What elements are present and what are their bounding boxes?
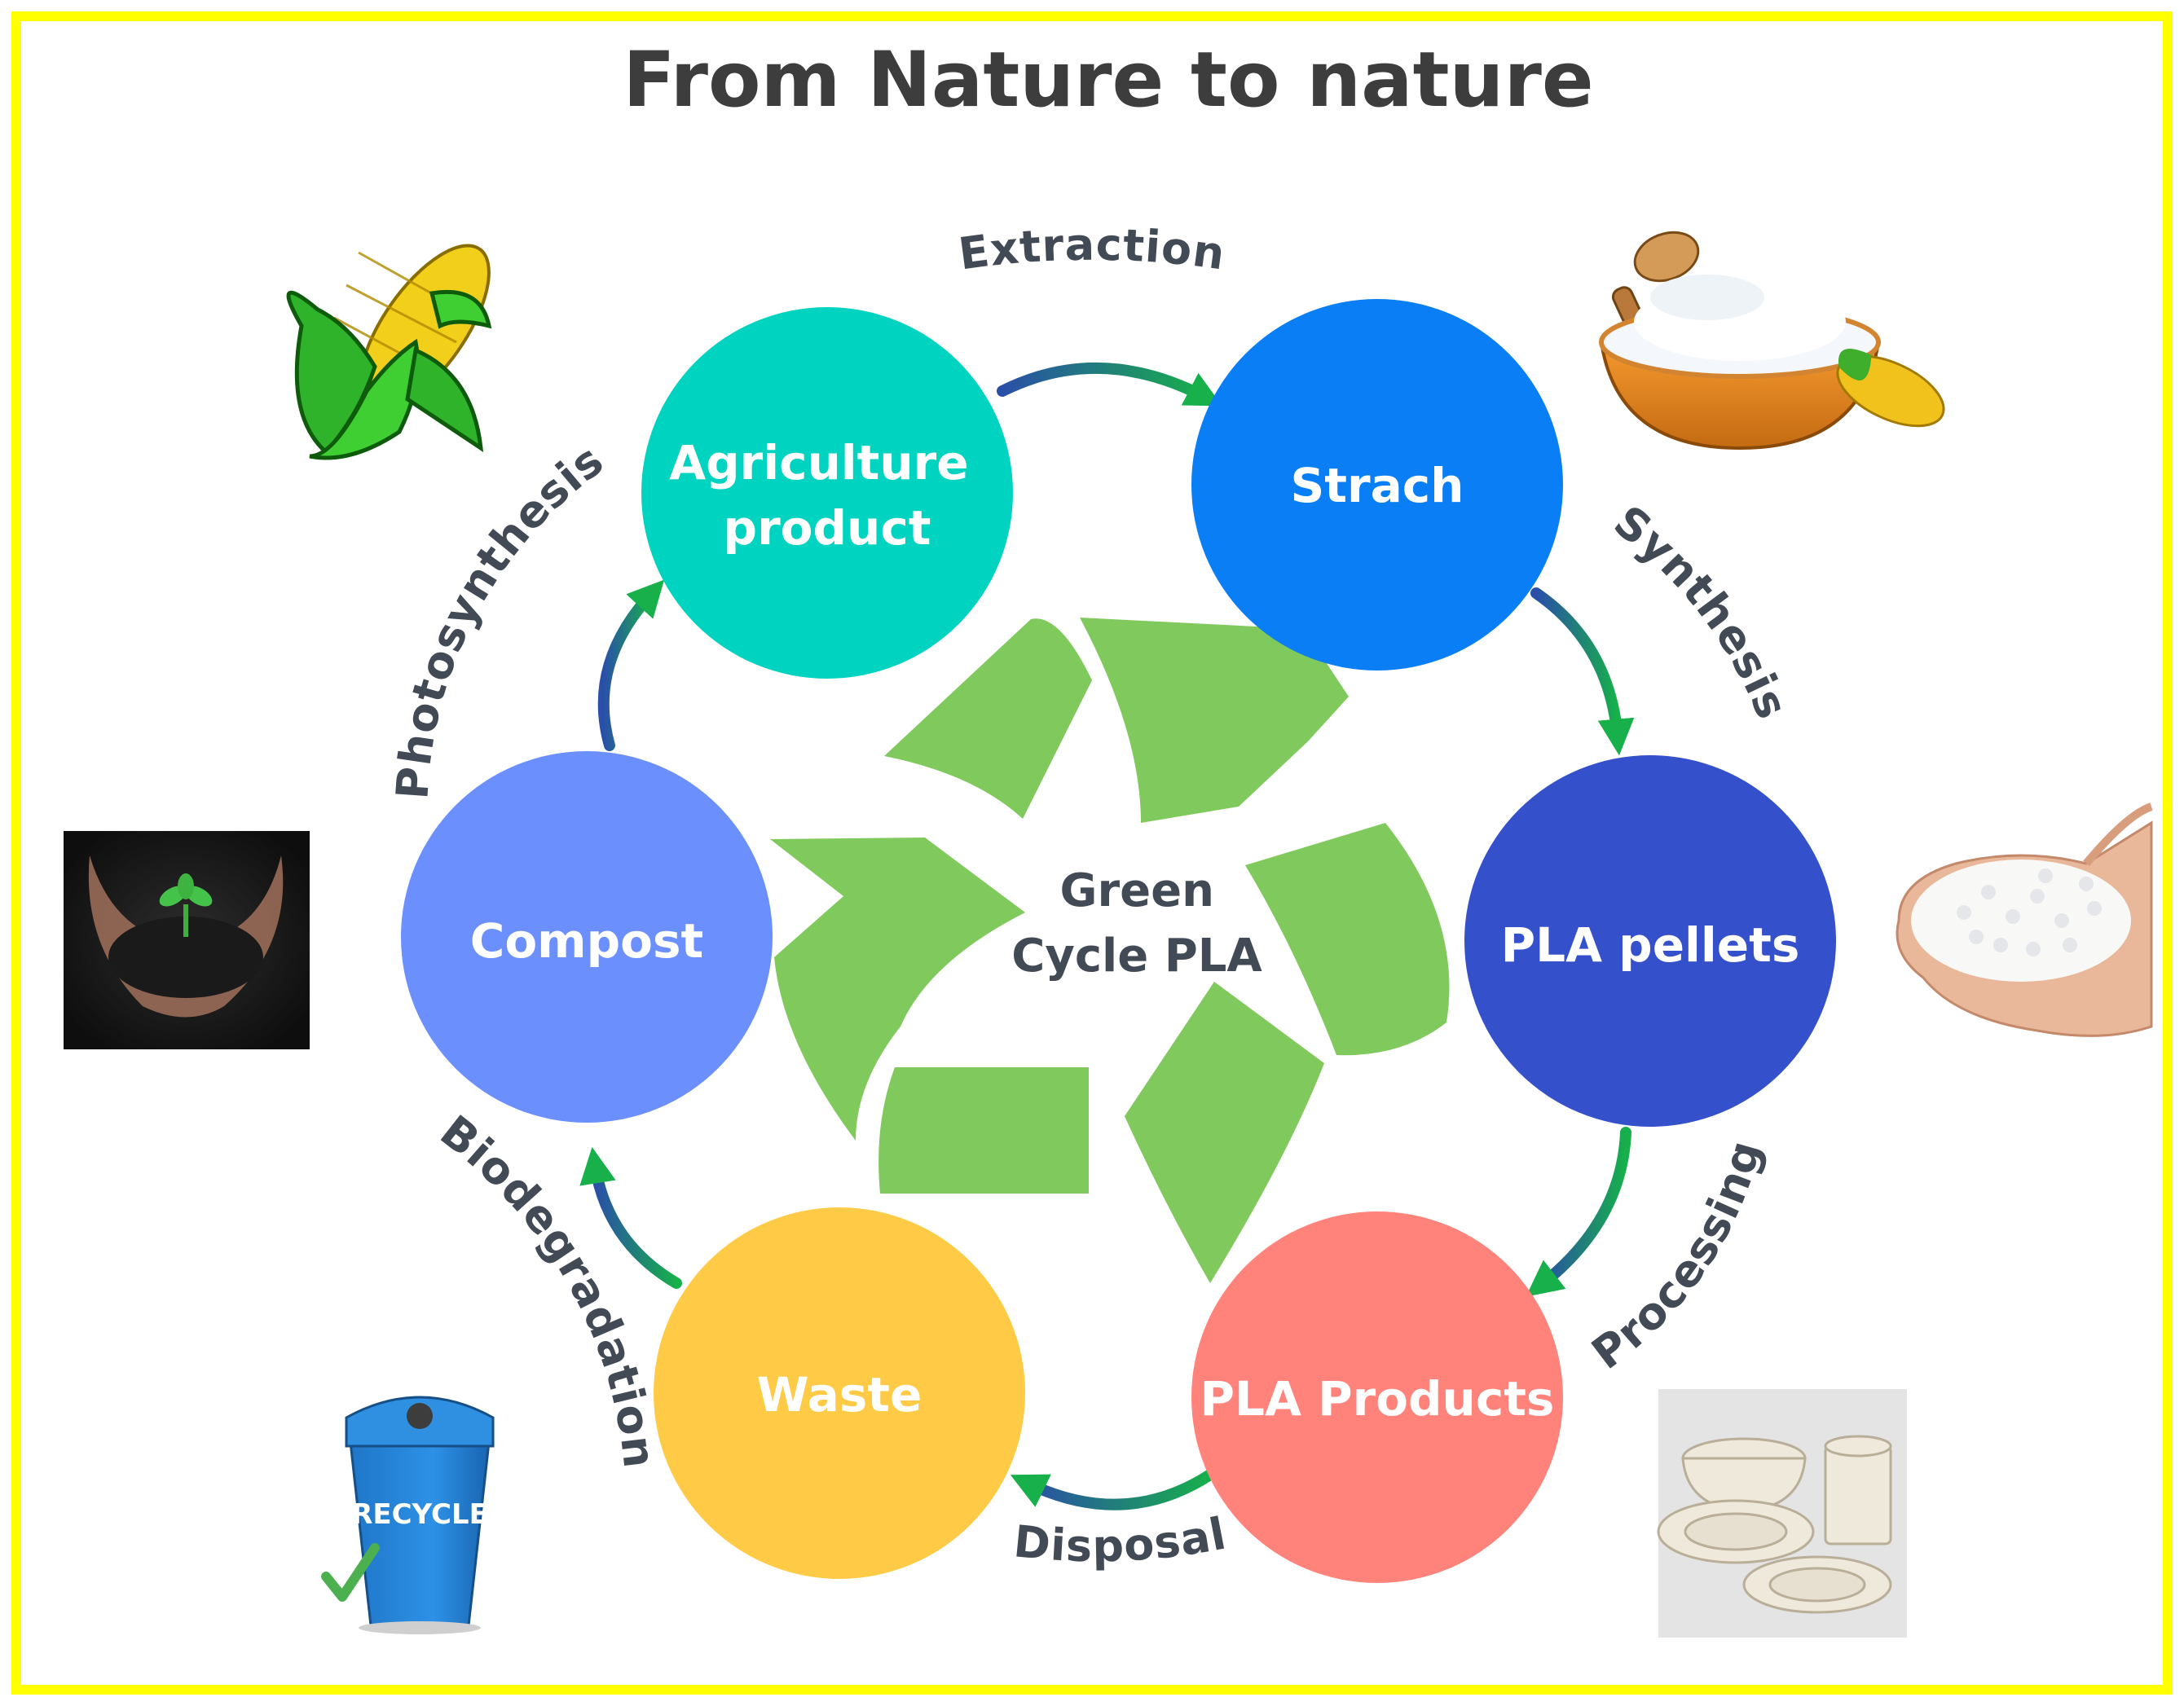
cycle-arrows [579, 362, 1635, 1510]
synthesis-arrow [1530, 587, 1635, 756]
stage-agriculture: Agriculture product [641, 307, 1013, 679]
pellets-circle [1464, 755, 1836, 1127]
diagram-title: From Nature to nature [623, 36, 1593, 125]
svg-text:Strach: Strach [1291, 458, 1464, 513]
compost-circle [401, 751, 773, 1123]
processing-arrow [1526, 1127, 1631, 1297]
svg-text:Compost: Compost [470, 913, 703, 969]
recycle-symbol-icon [770, 618, 1450, 1283]
starch-bowl-icon [1599, 231, 1945, 451]
recycle-bin-icon: RECYCLE [321, 1396, 495, 1634]
seedling-in-soil-photo [64, 831, 310, 1049]
svg-text:PLA pellets: PLA pellets [1501, 917, 1800, 973]
pla-tableware-photo [1657, 1389, 1907, 1638]
stage-waste: Waste [654, 1207, 1025, 1579]
waste-circle [654, 1207, 1025, 1579]
svg-text:Waste: Waste [757, 1367, 922, 1422]
photosynthesis-arrow [597, 579, 665, 751]
biodegradation-arrow [579, 1146, 682, 1289]
stage-compost: Compost [401, 751, 773, 1123]
svg-text:Agriculture product: Agriculture product [669, 435, 985, 556]
pellets-in-hand-photo [1882, 802, 2153, 1043]
starch-circle [1191, 299, 1563, 671]
extraction-label: Extraction [956, 219, 1229, 280]
svg-text:PLA Products: PLA Products [1200, 1371, 1555, 1427]
stage-pla-products: PLA Products [1191, 1211, 1563, 1583]
stage-starch: Strach [1191, 299, 1563, 671]
stage-pla-pellets: PLA pellets [1464, 755, 1836, 1127]
agriculture-circle [641, 307, 1013, 679]
corn-icon [286, 244, 492, 460]
center-label: Green Cycle PLA [1011, 864, 1262, 983]
disposal-arrow [1010, 1469, 1216, 1510]
recycle-bin-label: RECYCLE [351, 1498, 488, 1531]
extraction-arrow [997, 362, 1222, 407]
products-circle [1191, 1211, 1563, 1583]
